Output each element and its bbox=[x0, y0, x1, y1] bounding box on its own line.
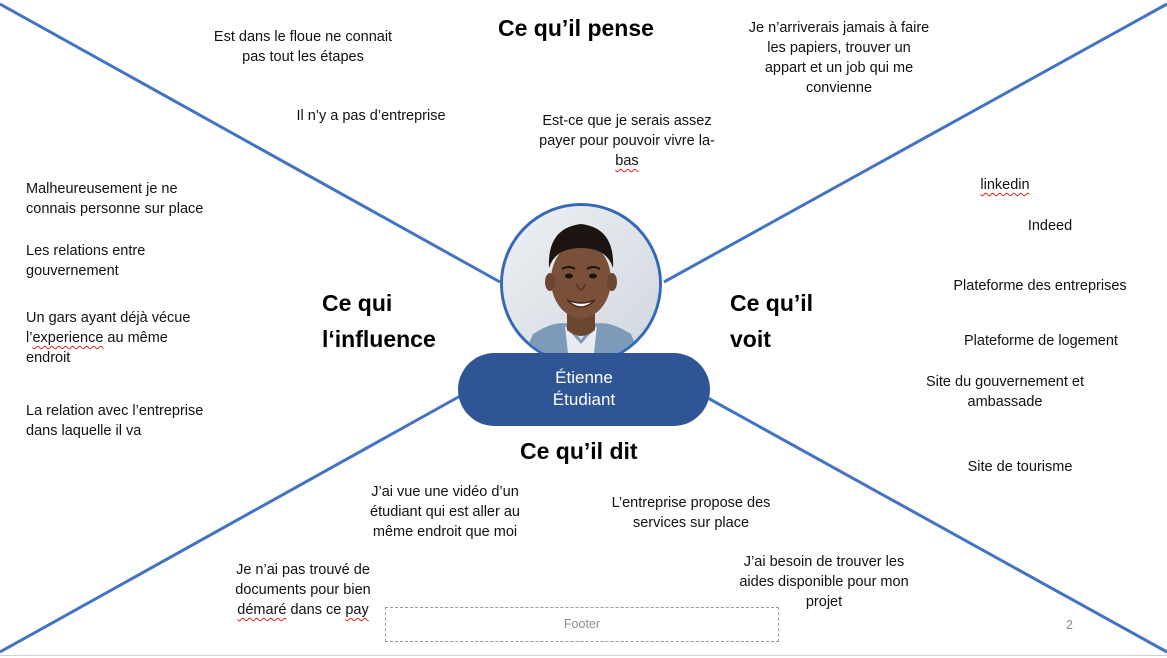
slide-bottom-edge bbox=[0, 655, 1167, 656]
voit-item-linkedin: linkedin bbox=[980, 177, 1030, 193]
voit-item-site-gouvernement: Site du gouvernement et ambassade bbox=[926, 374, 1084, 410]
note-influence-entreprise: La relation avec l’entreprise dans laque… bbox=[26, 403, 204, 439]
persona-photo bbox=[503, 206, 659, 362]
note-dit-aides: J’ai besoin de trouver les aides disponi… bbox=[739, 554, 909, 610]
divider-top-left bbox=[0, 2, 501, 284]
footer-text: Footer bbox=[563, 617, 601, 631]
note-dit-services: L’entreprise propose des services sur pl… bbox=[611, 495, 771, 531]
note-pense-entreprise: Il n’y a pas d’entreprise bbox=[296, 108, 446, 124]
note-dit-video: J’ai vue une vidéo d’un étudiant qui est… bbox=[370, 484, 520, 540]
heading-ce-qu-il-pense: Ce qu’il pense bbox=[498, 15, 654, 41]
persona-role: Étudiant bbox=[552, 390, 616, 409]
spellcheck-underline: pay bbox=[345, 602, 369, 618]
note-influence-relations: Les relations entre gouvernement bbox=[26, 243, 146, 279]
divider-bottom-left bbox=[0, 393, 463, 654]
slide-number: 2 bbox=[1066, 618, 1073, 632]
persona-name: Étienne bbox=[555, 368, 613, 387]
persona-avatar bbox=[500, 203, 662, 365]
heading-ce-qu-il-dit: Ce qu’il dit bbox=[520, 438, 638, 464]
voit-item-plateforme-logement: Plateforme de logement bbox=[964, 333, 1118, 349]
note-influence-personne: Malheureusement je ne connais personne s… bbox=[26, 181, 204, 217]
voit-item-site-tourisme: Site de tourisme bbox=[967, 459, 1073, 475]
note-influence-gars: Un gars ayant déjà vécue l’experience au… bbox=[26, 310, 191, 366]
footer-placeholder[interactable]: Footer bbox=[385, 607, 779, 642]
voit-item-indeed: Indeed bbox=[1027, 218, 1073, 234]
spellcheck-underline: experience bbox=[32, 330, 104, 346]
persona-name-badge: Étienne Étudiant bbox=[458, 353, 710, 426]
spellcheck-underline: démaré bbox=[237, 602, 287, 618]
heading-ce-qu-il-voit: Ce qu’il voit bbox=[730, 290, 814, 352]
divider-top-right bbox=[663, 2, 1167, 284]
heading-ce-qui-l-influence: Ce qui l‘influence bbox=[322, 290, 436, 352]
voit-item-plateforme-entreprises: Plateforme des entreprises bbox=[953, 278, 1127, 294]
divider-bottom-right bbox=[705, 395, 1167, 654]
note-pense-floue: Est dans le floue ne connait pas tout le… bbox=[213, 29, 393, 65]
note-pense-salaire: Est-ce que je serais assez payer pour po… bbox=[539, 113, 715, 169]
note-dit-documents: Je n’ai pas trouvé de documents pour bie… bbox=[235, 562, 371, 618]
note-pense-papiers: Je n’arriverais jamais à faire les papie… bbox=[748, 20, 930, 96]
